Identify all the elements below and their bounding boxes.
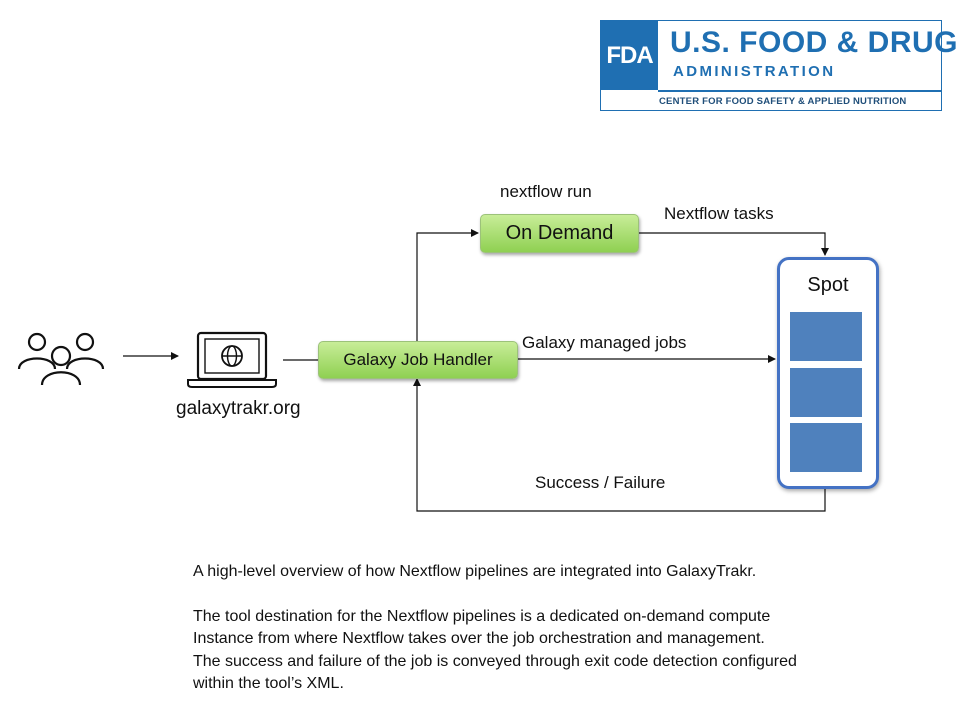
fda-mark: FDA (601, 21, 658, 90)
fda-subtitle: ADMINISTRATION (673, 63, 836, 80)
on-demand-node: On Demand (480, 214, 639, 253)
success-failure-label: Success / Failure (535, 473, 666, 492)
galaxy-jobs-label: Galaxy managed jobs (522, 333, 687, 352)
laptop-globe-icon (187, 331, 277, 388)
job-handler-node: Galaxy Job Handler (318, 341, 518, 379)
fda-divider (658, 90, 941, 92)
ondemand-to-spot-arrow (637, 232, 829, 256)
nextflow-tasks-label: Nextflow tasks (664, 204, 774, 223)
website-label: galaxytrakr.org (176, 398, 301, 419)
fda-logo: FDA U.S. FOOD & DRUG ADMINISTRATION CENT… (600, 20, 958, 111)
fda-center-name: CENTER FOR FOOD SAFETY & APPLIED NUTRITI… (659, 96, 907, 107)
caption-line-5: within the tool’s XML. (193, 675, 344, 692)
caption-line-3: Instance from where Nextflow takes over … (193, 630, 765, 647)
handler-to-ondemand-arrow (416, 229, 479, 341)
spot-label: Spot (807, 274, 849, 296)
spot-instance-3 (790, 423, 862, 472)
spot-instance-1 (790, 312, 862, 361)
spot-instance-2 (790, 368, 862, 417)
fda-title: U.S. FOOD & DRUG (670, 26, 959, 59)
caption-line-1: A high-level overview of how Nextflow pi… (193, 563, 757, 580)
caption-line-2: The tool destination for the Nextflow pi… (193, 608, 771, 625)
nextflow-run-label: nextflow run (500, 182, 592, 201)
spot-to-handler-arrow (413, 378, 826, 512)
caption-line-4: The success and failure of the job is co… (193, 653, 797, 670)
users-icon (17, 332, 105, 386)
spot-node: Spot (777, 257, 879, 489)
